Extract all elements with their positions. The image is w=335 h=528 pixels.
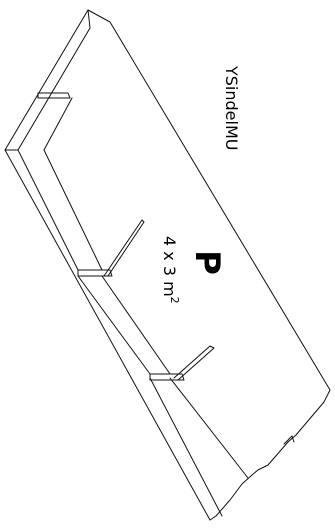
front-panel-line-2 — [17, 149, 79, 271]
dimensions-superscript: 2 — [168, 297, 181, 304]
brand-label: YSindelMU — [222, 65, 241, 150]
front-panel-line-1 — [4, 149, 211, 521]
front-panel-line-5 — [101, 275, 171, 375]
front-panel-line-7 — [169, 377, 249, 479]
front-panel-line-4 — [77, 275, 151, 375]
left-panel-bevel — [87, 9, 91, 29]
dimensions-value: 4 x 3 m — [160, 236, 179, 297]
left-panel-edge — [17, 27, 91, 151]
dimensions-label: 4 x 3 m2 — [160, 236, 181, 304]
notch-upper — [37, 92, 71, 99]
front-panel-line-6 — [149, 377, 223, 517]
front-panel-line-3 — [43, 149, 103, 271]
marker-letter: P — [187, 250, 227, 275]
edge-nick — [283, 435, 295, 445]
joint-leg-lower — [173, 345, 215, 381]
joint-leg-middle — [103, 219, 145, 277]
joint-bar-lower — [149, 373, 185, 381]
joint-bar-middle — [77, 269, 113, 277]
inner-step — [43, 97, 73, 151]
slab-outline — [4, 9, 331, 521]
